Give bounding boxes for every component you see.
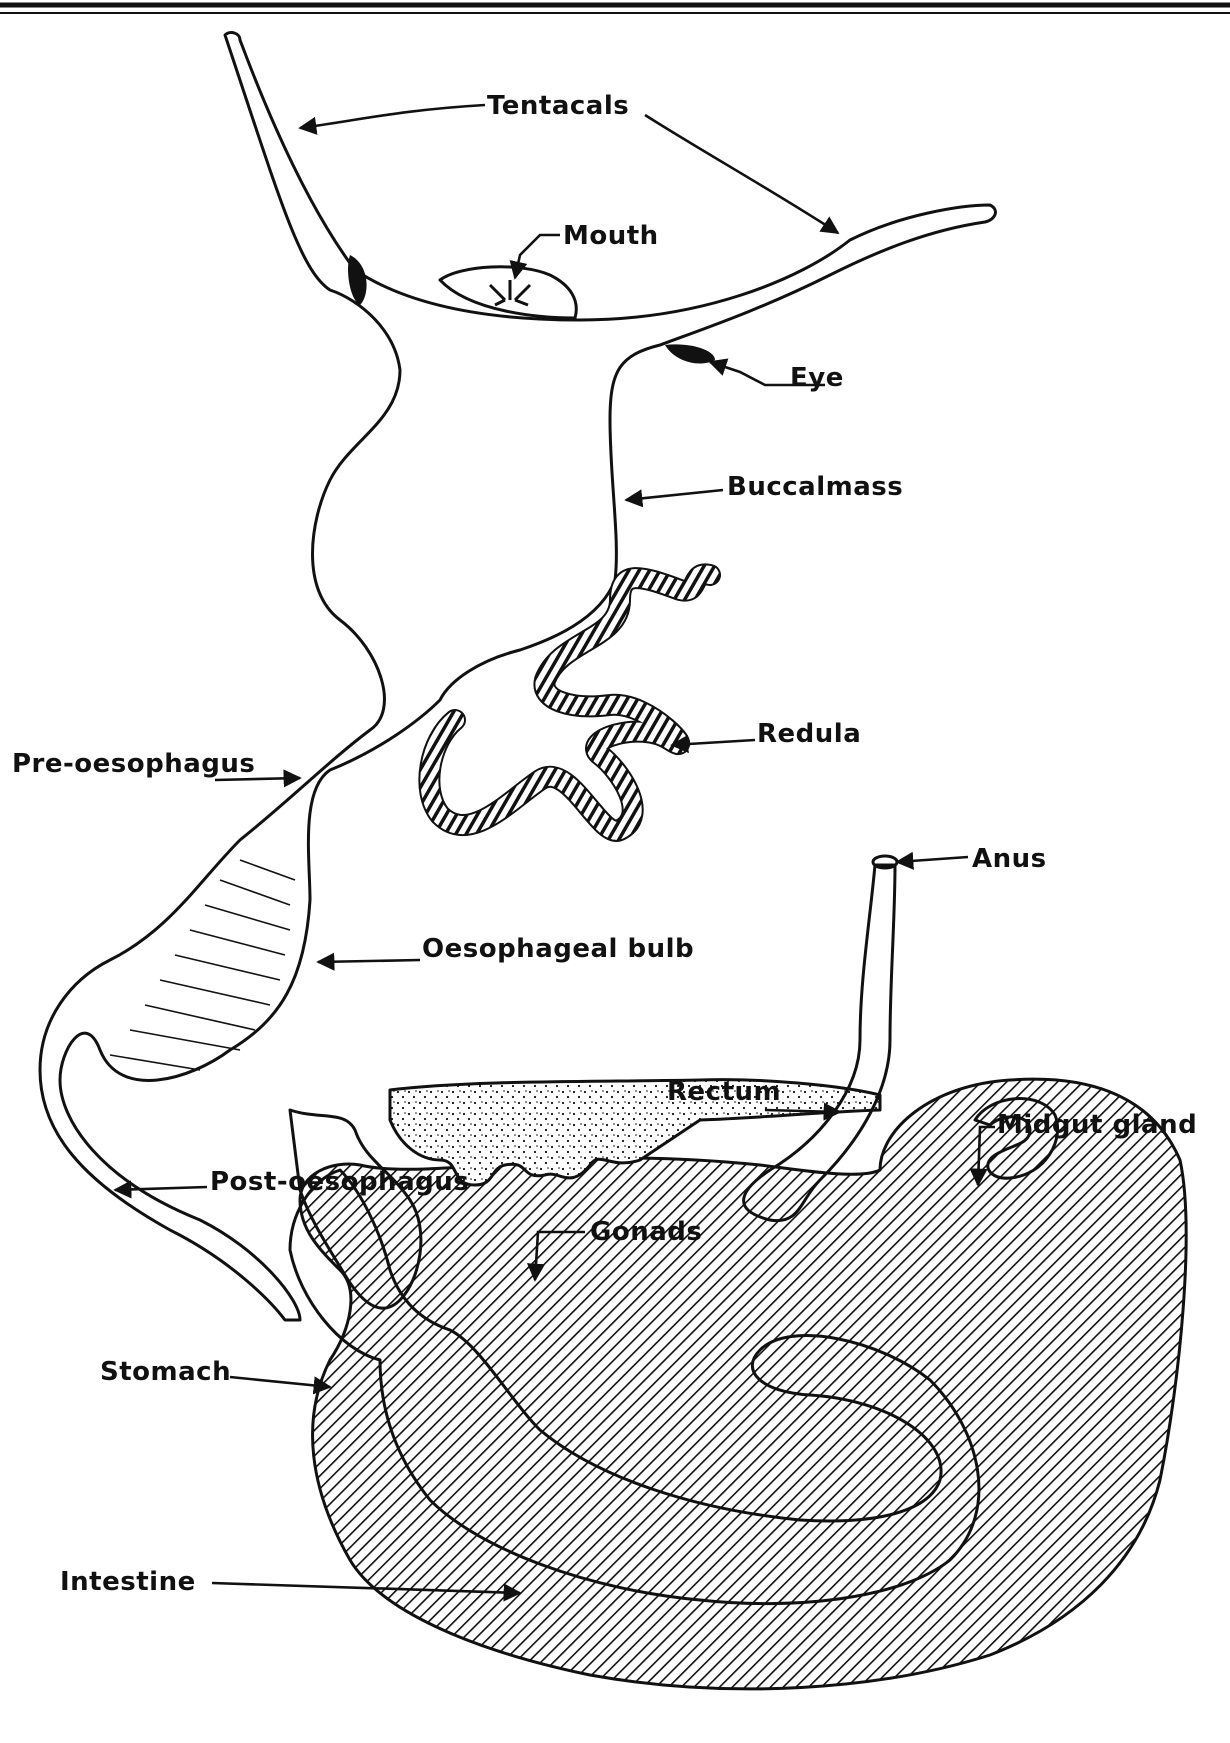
oesophageal-bulb-striations <box>110 860 295 1070</box>
label-anus: Anus <box>972 844 1047 874</box>
label-stomach: Stomach <box>100 1357 231 1387</box>
label-mouth: Mouth <box>563 221 659 251</box>
label-pre-oesophagus: Pre-oesophagus <box>12 749 255 779</box>
eye-left <box>348 255 367 305</box>
label-rectum: Rectum <box>667 1077 781 1107</box>
label-midgut-gland: Midgut gland <box>997 1110 1197 1140</box>
label-oesophageal-bulb: Oesophageal bulb <box>422 934 694 964</box>
eye-right <box>665 344 715 363</box>
label-intestine: Intestine <box>60 1567 196 1597</box>
label-buccalmass: Buccalmass <box>727 472 903 502</box>
mouth-tuft <box>490 280 530 305</box>
radula-coil-bands <box>429 574 710 831</box>
label-tentacals: Tentacals <box>487 91 629 121</box>
label-gonads: Gonads <box>590 1217 702 1247</box>
label-post-oesophagus: Post-oesophagus <box>210 1167 469 1197</box>
label-redula: Redula <box>757 719 861 749</box>
label-eye: Eye <box>790 363 844 393</box>
